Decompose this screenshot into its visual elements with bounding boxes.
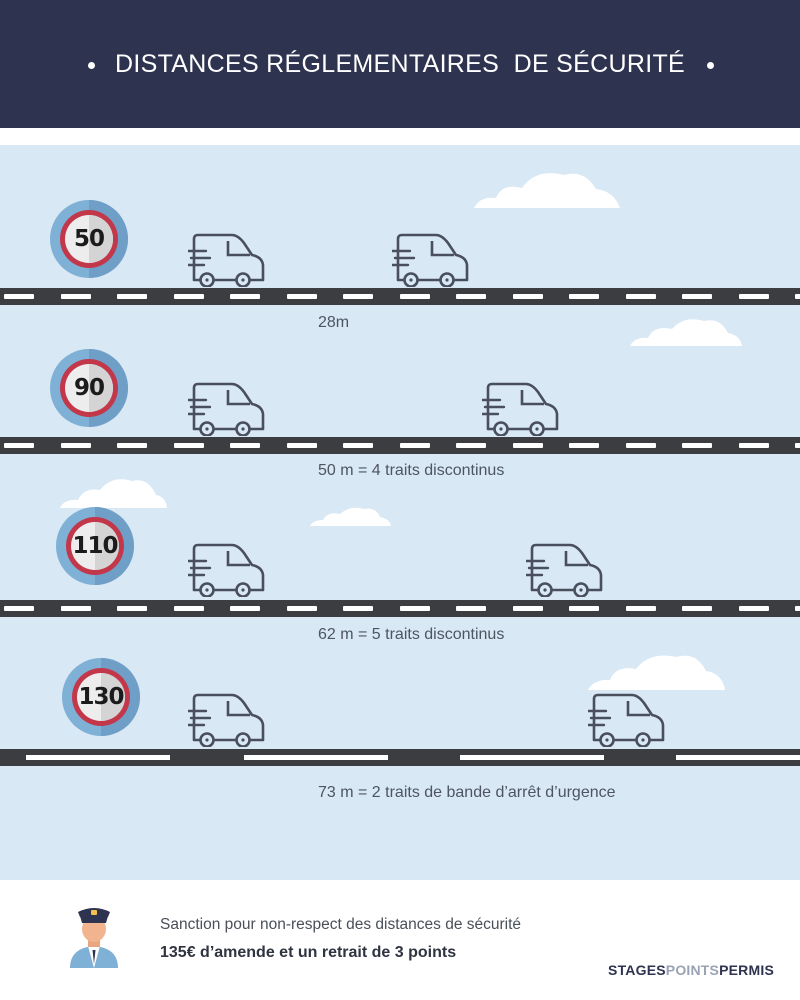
lane-dash — [400, 443, 430, 448]
cloud-icon — [60, 479, 167, 508]
van-icon — [392, 233, 469, 287]
lane-dash — [61, 443, 91, 448]
lane-dash — [230, 443, 260, 448]
lane-dash — [513, 294, 543, 299]
cloud-icon — [630, 319, 742, 346]
lane-dash — [117, 606, 147, 611]
lane-dash — [626, 443, 656, 448]
lane-dash — [61, 606, 91, 611]
distance-caption: 62 m = 5 traits discontinus — [318, 626, 505, 643]
cloud-icon — [310, 507, 391, 526]
lane-dash — [230, 294, 260, 299]
lane-dash — [400, 294, 430, 299]
road-lane — [0, 600, 800, 617]
lane-dash — [513, 606, 543, 611]
lane-dash — [795, 443, 800, 448]
lane-dash — [287, 606, 317, 611]
lane-dash — [117, 294, 147, 299]
speed-limit-value: 90 — [73, 375, 105, 401]
lane-dash — [174, 443, 204, 448]
police-officer-icon — [70, 908, 118, 968]
lane-dash — [569, 294, 599, 299]
van-icon — [188, 382, 265, 436]
speed-limit-value: 110 — [72, 533, 118, 559]
lane-dash — [795, 294, 800, 299]
distance-caption: 50 m = 4 traits discontinus — [318, 462, 505, 479]
lane-dash — [513, 443, 543, 448]
brand-logo-part: STAGES — [608, 962, 666, 978]
lane-dash — [400, 606, 430, 611]
page-title: DISTANCES RÉGLEMENTAIRES DE SÉCURITÉ — [115, 49, 685, 78]
sanction-footer: Sanction pour non-respect des distances … — [0, 880, 800, 1000]
lane-dash — [174, 294, 204, 299]
bullet-left — [88, 62, 95, 69]
van-icon — [588, 693, 665, 747]
brand-logo: STAGESPOINTSPERMIS — [608, 962, 774, 978]
lane-dash — [739, 606, 769, 611]
lane-dash — [739, 443, 769, 448]
lane-dash — [4, 443, 34, 448]
lane-dash — [569, 606, 599, 611]
lane-dash — [61, 294, 91, 299]
brand-logo-part: PERMIS — [719, 962, 774, 978]
sanction-label: Sanction pour non-respect des distances … — [160, 916, 522, 933]
brand-logo-part: POINTS — [665, 962, 720, 978]
bullet-right — [707, 62, 714, 69]
lane-dash — [456, 443, 486, 448]
lane-dash — [456, 606, 486, 611]
van-icon — [188, 543, 265, 597]
lane-dash — [739, 294, 769, 299]
road-emergency-lane — [0, 749, 800, 766]
van-icon — [482, 382, 559, 436]
speed-limit-110-sign: 110 — [56, 507, 134, 585]
lane-dash — [682, 294, 712, 299]
van-icon — [188, 693, 265, 747]
lane-dash — [569, 443, 599, 448]
lane-dash — [626, 294, 656, 299]
speed-limit-50-sign: 50 — [50, 200, 128, 278]
speed-limit-value: 130 — [78, 684, 124, 710]
sanction-value: 135€ d’amende et un retrait de 3 points — [160, 944, 457, 961]
speed-limit-90-sign: 90 — [50, 349, 128, 427]
lane-dash — [287, 443, 317, 448]
speed-limit-value: 50 — [73, 226, 105, 252]
cloud-icon — [474, 173, 620, 208]
lane-dash — [287, 294, 317, 299]
lane-dash — [230, 606, 260, 611]
road-lane — [0, 288, 800, 305]
lane-dash — [174, 606, 204, 611]
lane-dash — [343, 606, 373, 611]
road-lane — [0, 437, 800, 454]
lane-dash — [795, 606, 800, 611]
lane-dash — [117, 443, 147, 448]
lane-dash — [626, 606, 656, 611]
lane-dash — [343, 294, 373, 299]
van-icon — [188, 233, 265, 287]
distance-caption: 73 m = 2 traits de bande d’arrêt d’urgen… — [318, 784, 616, 801]
road-scene: 50 28m 90 50 m = 4 — [0, 145, 800, 880]
header-banner: DISTANCES RÉGLEMENTAIRES DE SÉCURITÉ — [0, 0, 800, 128]
lane-dash — [456, 294, 486, 299]
lane-dash — [682, 443, 712, 448]
cloud-icon — [588, 655, 725, 690]
lane-dash — [682, 606, 712, 611]
lane-dash — [343, 443, 373, 448]
speed-limit-130-sign: 130 — [62, 658, 140, 736]
van-icon — [526, 543, 603, 597]
lane-dash — [4, 294, 34, 299]
distance-caption: 28m — [318, 314, 350, 331]
lane-dash — [4, 606, 34, 611]
